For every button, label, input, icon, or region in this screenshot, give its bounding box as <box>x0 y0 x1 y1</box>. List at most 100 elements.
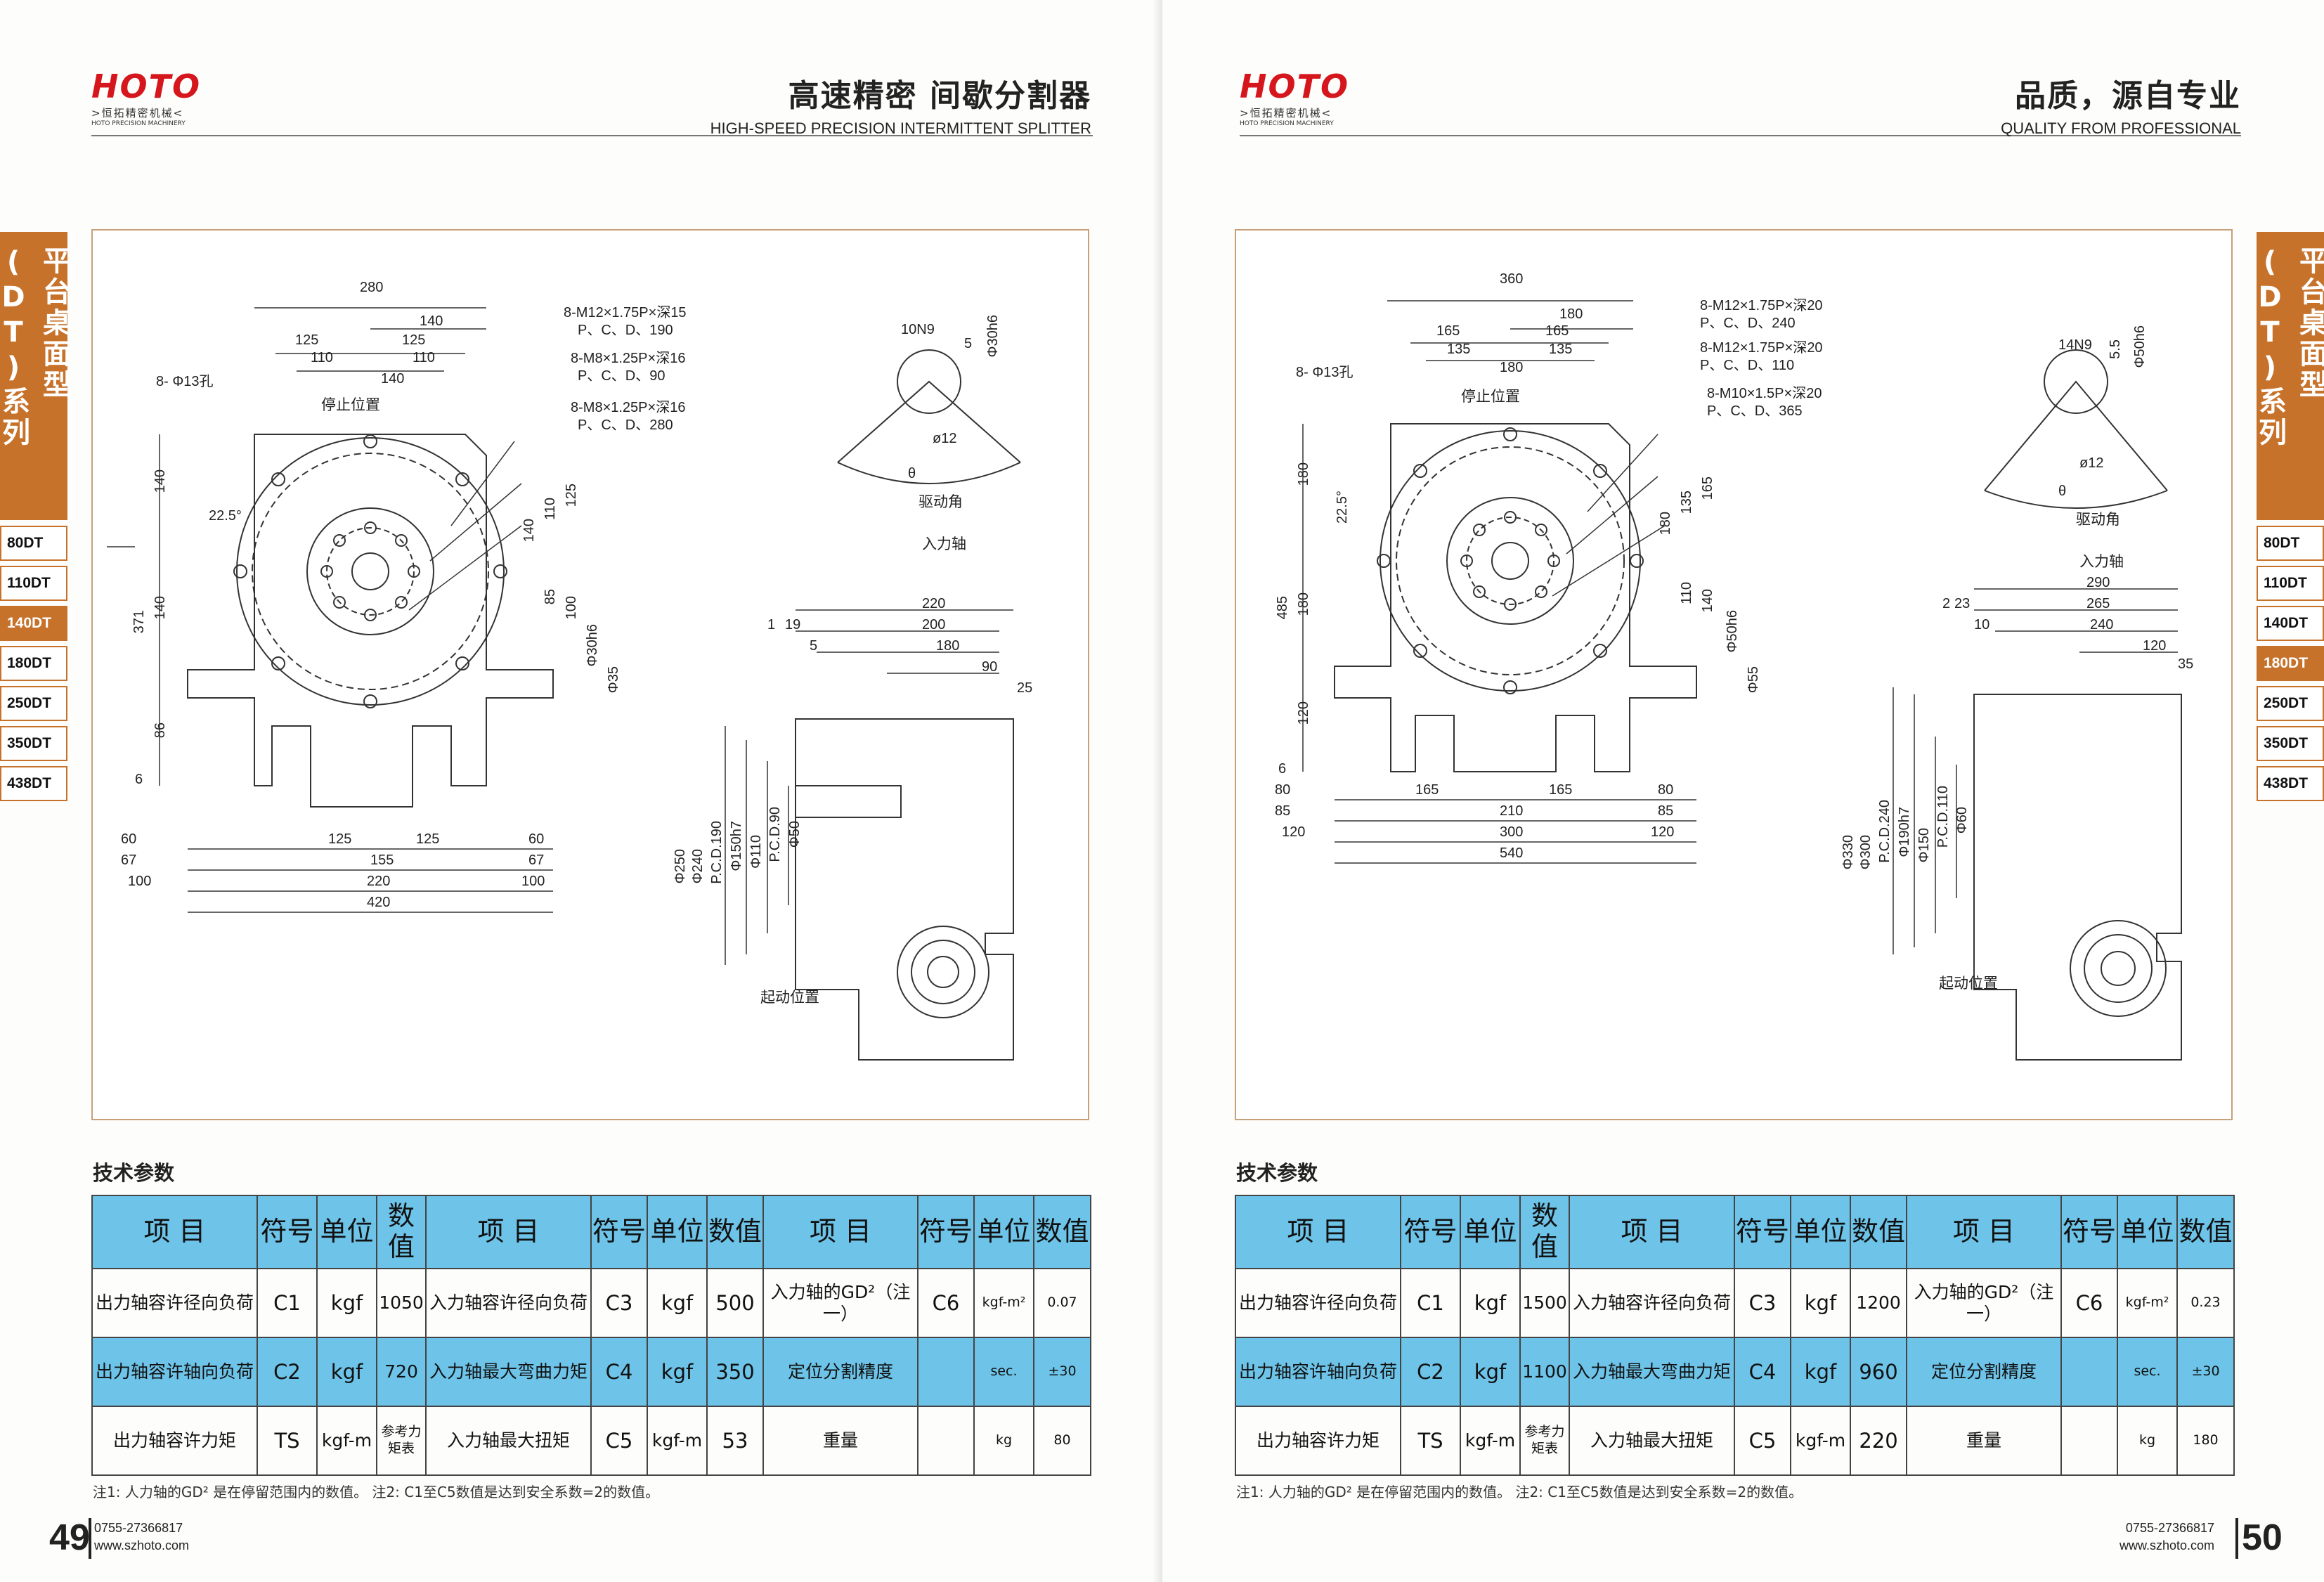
stop-position-label: 停止位置 <box>1461 388 1520 405</box>
cell: 220 <box>1850 1406 1907 1476</box>
footer-website[interactable]: www.szhoto.com <box>94 1538 190 1553</box>
cell: kgf <box>1460 1337 1521 1407</box>
shaft-key: 14N9 <box>2058 337 2092 353</box>
footer-phone: 0755-27366817 <box>94 1521 183 1535</box>
dim-bot-85a: 85 <box>1275 803 1291 819</box>
dim-bot-80a: 80 <box>1275 782 1291 798</box>
page-number: 49 <box>49 1517 90 1558</box>
side-dia-150: Φ150 <box>1916 828 1932 863</box>
side-tab-item-140dt[interactable]: 140DT <box>0 606 67 641</box>
cell: 参考力矩表 <box>1519 1406 1570 1476</box>
side-tab-item-110dt[interactable]: 110DT <box>0 566 67 601</box>
dim-bot-220: 220 <box>367 874 391 889</box>
side-dia-240: Φ240 <box>690 849 706 884</box>
callout-2: 8-M8×1.25P×深16 <box>571 351 686 366</box>
cell: C4 <box>590 1337 648 1407</box>
cell: 重量 <box>1906 1406 2062 1476</box>
dim-top-165a: 165 <box>1436 323 1460 339</box>
side-dia-110: Φ110 <box>748 835 764 869</box>
section-title: 技术参数 <box>1236 1161 1318 1185</box>
shaft-key: 10N9 <box>901 322 935 337</box>
logo-cn: >恒拓精密机械< <box>1240 107 1332 119</box>
cell: 入力轴的GD²（注一） <box>762 1268 918 1338</box>
dim-top-135a: 135 <box>1447 342 1471 357</box>
cell: 入力轴最大弯曲力矩 <box>425 1337 592 1407</box>
side-tab-item-350dt[interactable]: 350DT <box>0 726 67 761</box>
side-tab-item-250dt[interactable]: 250DT <box>0 686 67 721</box>
col-item: 项 目 <box>762 1195 918 1269</box>
side-dim-2: 2 <box>1942 596 1951 611</box>
side-dia-150h7: Φ150h7 <box>729 821 744 871</box>
side-tab-item-140dt[interactable]: 140DT <box>2257 606 2324 641</box>
dim-bot-155: 155 <box>370 852 394 868</box>
side-dim-220: 220 <box>922 596 946 611</box>
dim-left-6: 6 <box>1278 761 1287 777</box>
cell <box>917 1406 975 1476</box>
spec-header-row: 项 目 符号 单位 数值 项 目 符号 单位 数值 项 目 符号 单位 数值 <box>91 1195 1091 1269</box>
side-tab-item-110dt[interactable]: 110DT <box>2257 566 2324 601</box>
side-tab-item-180dt[interactable]: 180DT <box>2257 646 2324 681</box>
cell: TS <box>257 1406 318 1476</box>
col-unit: 单位 <box>2117 1195 2178 1269</box>
cell: 定位分割精度 <box>1906 1337 2062 1407</box>
side-tab-item-350dt[interactable]: 350DT <box>2257 726 2324 761</box>
dim-left-120: 120 <box>1296 701 1311 725</box>
dim-bot-67a: 67 <box>121 852 137 868</box>
cell: TS <box>1400 1406 1461 1476</box>
cell: sec. <box>973 1337 1034 1407</box>
cell: 1200 <box>1850 1268 1907 1338</box>
footer-contact: 0755-27366817 www.szhoto.com <box>94 1519 189 1555</box>
footer-contact: 0755-27366817 www.szhoto.com <box>2119 1519 2214 1555</box>
drive-angle-label: 驱动角 <box>918 493 963 510</box>
cell: sec. <box>2117 1337 2178 1407</box>
dim-bot-120a: 120 <box>1282 824 1306 840</box>
dim-top-125a: 125 <box>295 332 319 348</box>
callout-2: 8-M12×1.75P×深20 <box>1700 340 1823 356</box>
cell: C3 <box>1734 1268 1791 1338</box>
callout-2b: P、C、D、90 <box>578 368 666 384</box>
side-tab-item-80dt[interactable]: 80DT <box>2257 526 2324 561</box>
table-row: 出力轴容许轴向负荷 C2 kgf 720 入力轴最大弯曲力矩 C4 kgf 35… <box>91 1337 1091 1407</box>
shaft-theta: θ <box>908 466 916 481</box>
dim-top-360: 360 <box>1500 271 1524 287</box>
side-dia-60: Φ60 <box>1954 807 1970 834</box>
dim-right-100: 100 <box>564 596 579 620</box>
footnote: 注1: 人力轴的GD² 是在停留范围内的数值。 注2: C1至C5数值是达到安全… <box>93 1484 660 1500</box>
side-dim-35: 35 <box>2178 656 2194 672</box>
cell: 出力轴容许力矩 <box>1235 1406 1401 1476</box>
shaft-depth: 5.5 <box>2108 339 2123 359</box>
cell: 1500 <box>1519 1268 1570 1338</box>
cell: kgf-m <box>1790 1406 1851 1476</box>
spec-table: 项 目 符号 单位 数值 项 目 符号 单位 数值 项 目 符号 单位 数值 出… <box>91 1195 1091 1476</box>
cell: ±30 <box>2176 1337 2235 1407</box>
dim-left-371: 371 <box>131 610 147 634</box>
angle-label: 22.5° <box>209 508 242 524</box>
cell: 80 <box>1033 1406 1091 1476</box>
side-dim-25: 25 <box>1017 680 1033 696</box>
table-row: 出力轴容许径向负荷 C1 kgf 1500 入力轴容许径向负荷 C3 kgf 1… <box>1235 1268 2235 1338</box>
dim-right-140: 140 <box>1700 589 1715 613</box>
cell: 入力轴最大扭矩 <box>425 1406 592 1476</box>
dim-bot-300: 300 <box>1500 824 1524 840</box>
side-tab-item-438dt[interactable]: 438DT <box>2257 766 2324 801</box>
side-tab-item-180dt[interactable]: 180DT <box>0 646 67 681</box>
cell: C6 <box>917 1268 975 1338</box>
footer-divider <box>2235 1518 2238 1559</box>
callout-3b: P、C、D、280 <box>578 417 673 433</box>
side-tab-item-250dt[interactable]: 250DT <box>2257 686 2324 721</box>
logo-en: HOTO PRECISION MACHINERY <box>91 120 186 127</box>
col-unit: 单位 <box>1790 1195 1851 1269</box>
technical-drawing <box>107 307 1021 1061</box>
cell: 0.23 <box>2176 1268 2235 1338</box>
side-tab-item-80dt[interactable]: 80DT <box>0 526 67 561</box>
cell: 1050 <box>376 1268 427 1338</box>
cell: C5 <box>590 1406 648 1476</box>
dim-top-180b: 180 <box>1500 360 1524 375</box>
dim-top-165b: 165 <box>1545 323 1569 339</box>
footer-website[interactable]: www.szhoto.com <box>2119 1538 2215 1553</box>
cell: kgf <box>316 1268 377 1338</box>
col-value: 数值 <box>1850 1195 1907 1269</box>
cell: C4 <box>1734 1337 1791 1407</box>
side-tab-item-438dt[interactable]: 438DT <box>0 766 67 801</box>
dim-top-280: 280 <box>360 280 384 295</box>
